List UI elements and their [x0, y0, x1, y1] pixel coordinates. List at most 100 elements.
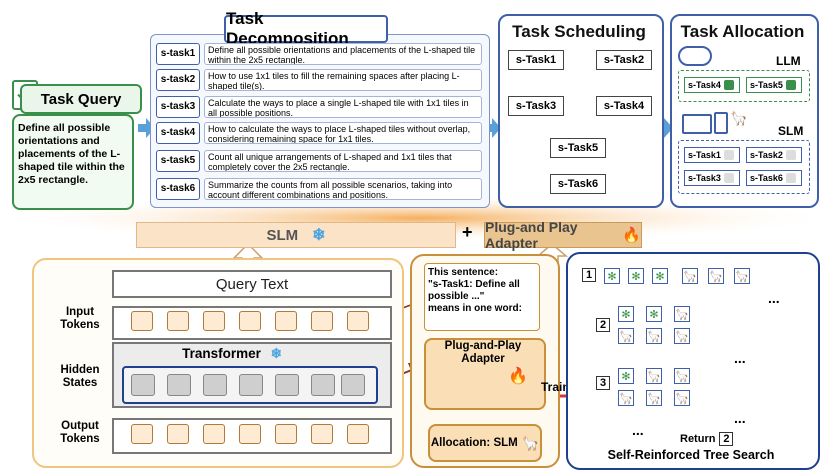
- llama-icon: [723, 150, 734, 160]
- llama-icon: 🦙: [646, 390, 662, 406]
- llama-icon: 🦙: [618, 328, 634, 344]
- subtask-tag: s-task4: [156, 121, 200, 144]
- subtask-row: s-task5 Count all unique arrangements of…: [156, 148, 482, 173]
- slm-task-label: s-Task3: [688, 173, 721, 183]
- llm-task-chip: s-Task5: [746, 77, 802, 93]
- flow-arrow-3: [658, 118, 673, 138]
- llama-icon: 🦙: [521, 434, 540, 451]
- llama-icon: 🦙: [674, 390, 690, 406]
- allocation-result: Allocation: SLM 🦙: [428, 424, 542, 462]
- slm-bar: SLM ❄: [136, 222, 456, 248]
- subtask-row: s-task3 Calculate the ways to place a si…: [156, 94, 482, 119]
- laptop-icon: [682, 114, 712, 134]
- input-tokens-label: Input Tokens: [60, 306, 100, 331]
- allocation-result-label: Allocation: SLM: [430, 436, 518, 449]
- llm-label: LLM: [776, 54, 801, 68]
- slm-task-label: s-Task2: [750, 150, 783, 160]
- llama-icon: [785, 150, 796, 160]
- hidden-state: [311, 374, 335, 396]
- output-tokens-label: Output Tokens: [60, 420, 100, 445]
- openai-icon: ✻: [604, 268, 620, 284]
- subtask-row: s-task2 How to use 1x1 tiles to fill the…: [156, 67, 482, 92]
- prompt-line: means in one word:: [428, 303, 522, 314]
- snowflake-icon: ❄: [312, 227, 326, 244]
- llama-icon: 🦙: [646, 328, 662, 344]
- subtask-tag: s-task6: [156, 177, 200, 200]
- task-query-title: Task Query: [20, 84, 142, 114]
- llama-icon: [785, 173, 796, 183]
- prompt-line: This sentence:: [428, 267, 499, 278]
- subtask-text: How to use 1x1 tiles to fill the remaini…: [204, 68, 482, 91]
- slm-task-chip: s-Task6: [746, 170, 802, 186]
- llama-icon: 🦙: [674, 306, 690, 322]
- input-token: [347, 311, 369, 331]
- query-text-box: Query Text: [112, 270, 392, 298]
- input-token: [239, 311, 261, 331]
- llm-task-label: s-Task5: [750, 80, 783, 90]
- input-token: [203, 311, 225, 331]
- subtask-text: Calculate the ways to place a single L-s…: [204, 95, 482, 118]
- input-token: [131, 311, 153, 331]
- tree-ellipsis: ...: [734, 410, 746, 426]
- prompt-box: This sentence: "s-Task1: Define all poss…: [424, 263, 540, 331]
- plus-sign: +: [462, 222, 473, 242]
- subtask-tag: s-task5: [156, 149, 200, 172]
- hidden-state: [203, 374, 227, 396]
- llama-icon: 🦙: [708, 268, 724, 284]
- tree-search-panel: [566, 252, 820, 470]
- adapter-label: Plug-and-Play Adapter: [444, 340, 522, 365]
- adapter-box: [424, 338, 546, 410]
- llama-icon: 🦙: [734, 268, 750, 284]
- openai-icon: ✻: [646, 306, 662, 322]
- llama-icon: [723, 173, 734, 183]
- subtask-text: How to calculate the ways to place L-sha…: [204, 121, 482, 144]
- input-token: [311, 311, 333, 331]
- hidden-state: [341, 374, 365, 396]
- openai-icon: ✻: [618, 306, 634, 322]
- slm-task-chip: s-Task3: [684, 170, 740, 186]
- hidden-state: [131, 374, 155, 396]
- fire-icon: 🔥: [622, 227, 641, 244]
- output-token: [347, 424, 369, 444]
- schedule-node: s-Task2: [596, 50, 652, 70]
- tree-ellipsis: ...: [734, 350, 746, 366]
- subtask-text: Define all possible orientations and pla…: [204, 42, 482, 65]
- fire-icon: 🔥: [508, 368, 528, 385]
- subtask-row: s-task6 Summarize the counts from all po…: [156, 176, 482, 201]
- output-token: [167, 424, 189, 444]
- openai-icon: ✻: [652, 268, 668, 284]
- subtask-text: Count all unique arrangements of L-shape…: [204, 149, 482, 172]
- slm-bar-label: SLM: [266, 226, 299, 244]
- adapter-bar-label: Plug-and Play Adapter: [485, 219, 578, 251]
- level-marker: 3: [596, 376, 610, 390]
- transformer-label: Transformer ❄: [112, 346, 352, 362]
- snowflake-icon: ❄: [270, 346, 282, 361]
- output-token: [131, 424, 153, 444]
- schedule-node: s-Task4: [596, 96, 652, 116]
- prompt-line: "s-Task1: Define all possible ...": [428, 279, 520, 302]
- hidden-state: [167, 374, 191, 396]
- slm-task-label: s-Task1: [688, 150, 721, 160]
- llm-group: [678, 70, 810, 102]
- output-token: [239, 424, 261, 444]
- openai-icon: [785, 80, 796, 90]
- llama-icon: 🦙: [682, 268, 698, 284]
- return-label: Return 2: [680, 432, 734, 446]
- slm-task-label: s-Task6: [750, 173, 783, 183]
- allocation-title: Task Allocation: [680, 22, 805, 41]
- llm-task-chip: s-Task4: [684, 77, 740, 93]
- slm-task-chip: s-Task1: [684, 147, 740, 163]
- openai-icon: ✻: [618, 368, 634, 384]
- schedule-node: s-Task5: [550, 138, 606, 158]
- flow-arrow-1: [138, 118, 155, 138]
- subtask-tag: s-task1: [156, 42, 200, 65]
- schedule-node: s-Task3: [508, 96, 564, 116]
- phone-icon: [714, 112, 728, 134]
- cloud-icon: [678, 46, 712, 66]
- openai-icon: [723, 80, 734, 90]
- return-text: Return: [680, 433, 716, 445]
- output-token: [311, 424, 333, 444]
- tree-ellipsis: ...: [632, 422, 644, 438]
- transformer-text: Transformer: [182, 346, 261, 361]
